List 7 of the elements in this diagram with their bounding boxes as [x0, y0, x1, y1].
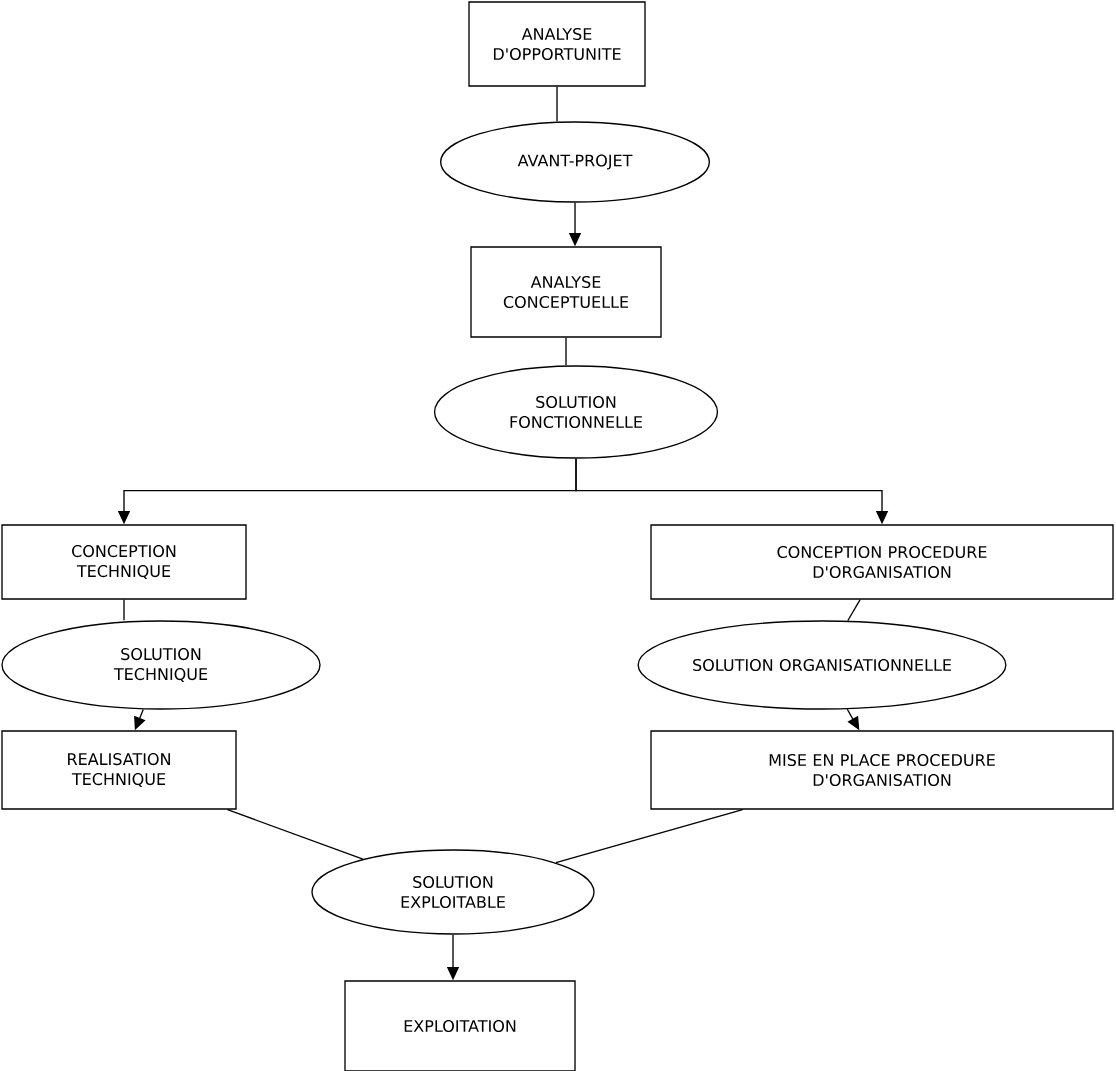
process-box: EXPLOITATION [344, 980, 576, 1071]
process-box: CONCEPTION PROCEDURE D'ORGANISATION [650, 524, 1114, 600]
process-box: REALISATION TECHNIQUE [1, 730, 237, 810]
process-box: ANALYSE CONCEPTUELLE [470, 246, 662, 338]
process-box: MISE EN PLACE PROCEDURE D'ORGANISATION [650, 730, 1114, 810]
process-box: ANALYSE D'OPPORTUNITE [468, 1, 646, 87]
process-box: CONCEPTION TECHNIQUE [1, 524, 247, 600]
